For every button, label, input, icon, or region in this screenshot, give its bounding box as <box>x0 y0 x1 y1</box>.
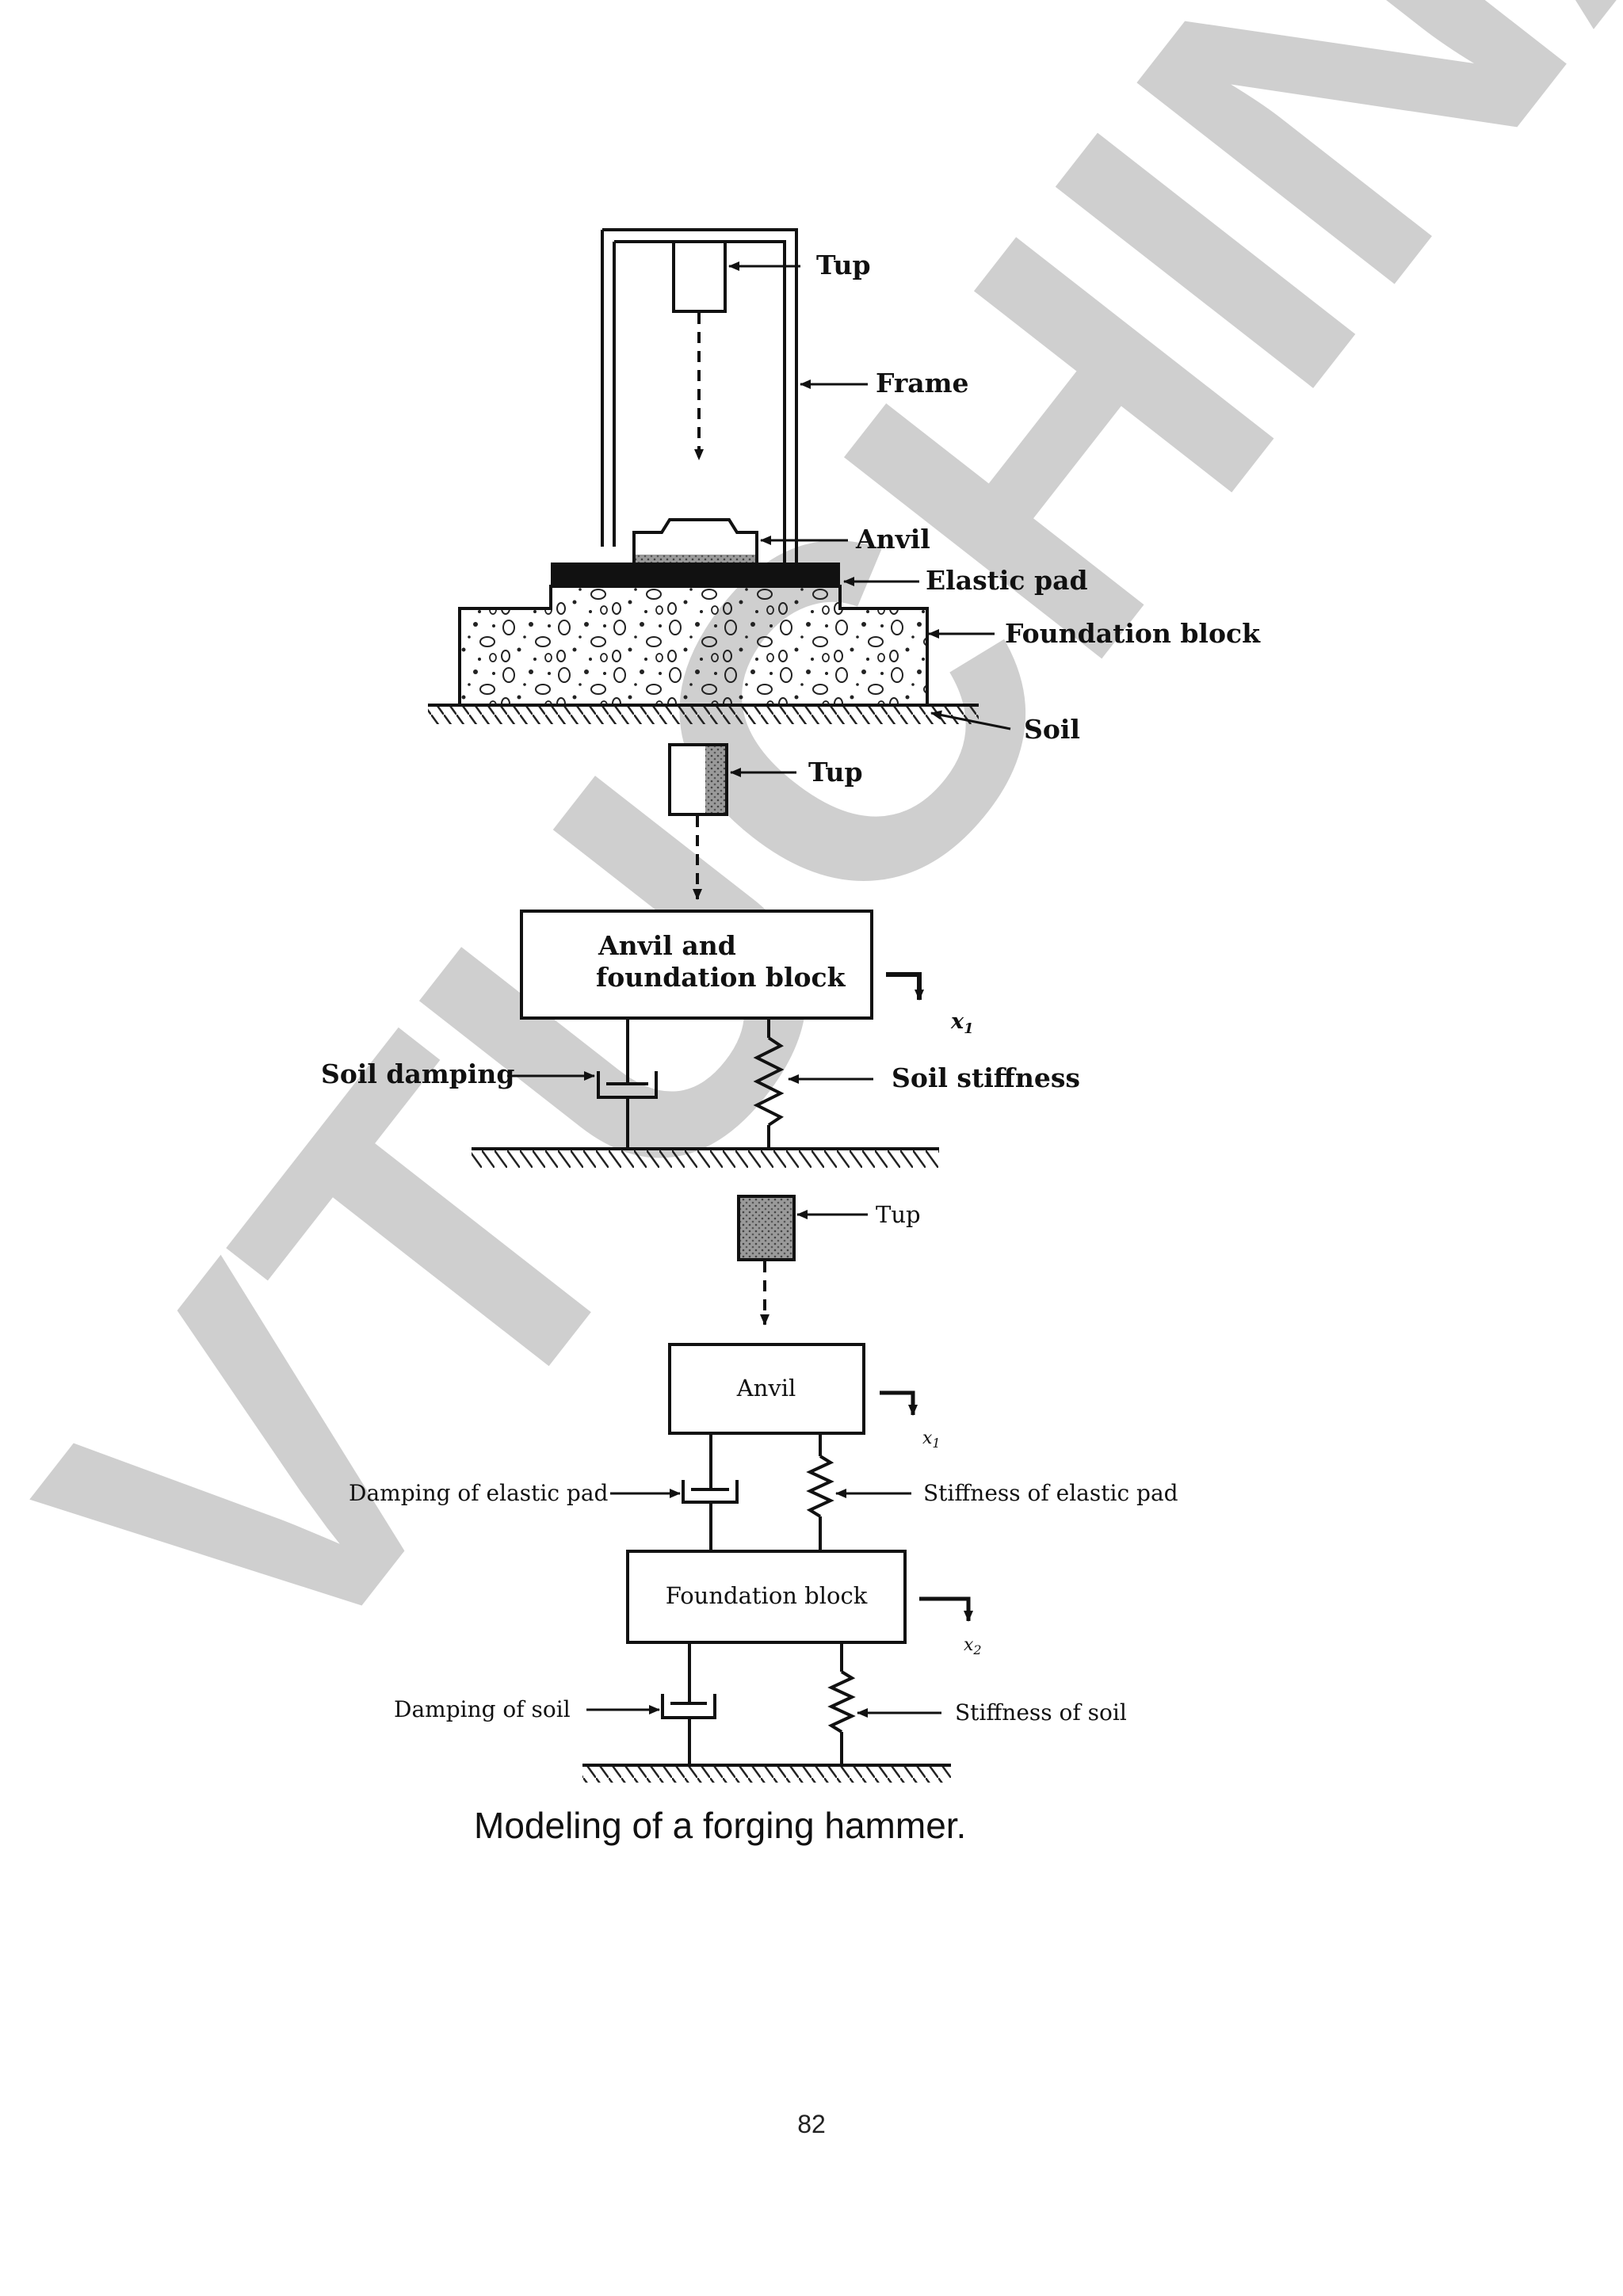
label-elastic-pad: Elastic pad <box>926 565 1088 596</box>
x1-label: x1 <box>922 1428 941 1451</box>
anvil-label: Anvil <box>736 1375 796 1402</box>
anvil-foundation-block <box>520 910 873 1020</box>
diagram-two-dof-model: Tup Anvil x1 Damping of elastic pad Stif… <box>349 1195 1178 1783</box>
soil-leader <box>930 710 1011 730</box>
figure-caption: Modeling of a forging hammer. <box>474 1805 966 1846</box>
block-label-line2: foundation block <box>596 962 846 993</box>
label-stiffness-soil: Stiffness of soil <box>955 1699 1127 1726</box>
x1-label: x1 <box>950 1009 974 1037</box>
watermark: VTUCHINA <box>0 0 1623 1766</box>
ground-hatch <box>472 1150 939 1168</box>
label-foundation-block: Foundation block <box>1005 618 1261 649</box>
label-damping-soil: Damping of soil <box>394 1696 571 1722</box>
label-soil-stiffness: Soil stiffness <box>892 1062 1080 1093</box>
diagram-physical-hammer: Tup Frame Anvil Elastic pad Foundation b… <box>428 228 1261 745</box>
label-tup: Tup <box>876 1201 921 1228</box>
tup-block <box>672 240 727 313</box>
label-frame: Frame <box>876 368 969 399</box>
block-label-line1: Anvil and <box>598 930 736 961</box>
diagram-single-dof-model: Tup Anvil and foundation block x1 Soil d… <box>321 743 1080 1168</box>
label-soil: Soil <box>1024 714 1080 745</box>
soil-damper <box>661 1642 716 1765</box>
elastic-pad-damper <box>682 1433 739 1551</box>
x2-arrow <box>919 1596 973 1622</box>
x2-label: x2 <box>964 1635 982 1657</box>
frame <box>601 228 798 574</box>
soil-spring <box>753 1018 785 1149</box>
tup-block <box>737 1195 796 1261</box>
label-tup: Tup <box>808 757 863 788</box>
label-damping-elastic-pad: Damping of elastic pad <box>349 1480 609 1506</box>
anvil-block <box>668 1343 865 1435</box>
page-number: 82 <box>797 2110 826 2138</box>
foundation-block-label: Foundation block <box>666 1582 868 1609</box>
ground-hatch <box>428 707 979 724</box>
label-tup: Tup <box>816 250 871 280</box>
ground-hatch <box>582 1767 951 1783</box>
x1-arrow <box>880 1390 918 1416</box>
soil-damper <box>597 1018 658 1149</box>
label-anvil: Anvil <box>855 524 930 555</box>
label-stiffness-elastic-pad: Stiffness of elastic pad <box>923 1480 1178 1506</box>
x1-arrow <box>886 972 924 1001</box>
elastic-pad <box>551 563 840 586</box>
label-soil-damping: Soil damping <box>321 1058 514 1089</box>
watermark-text: VTUCHINA <box>0 0 1623 1766</box>
tup-shading <box>705 746 725 813</box>
foundation-block <box>626 1550 907 1644</box>
soil-spring <box>827 1642 856 1765</box>
elastic-pad-spring <box>806 1433 834 1551</box>
